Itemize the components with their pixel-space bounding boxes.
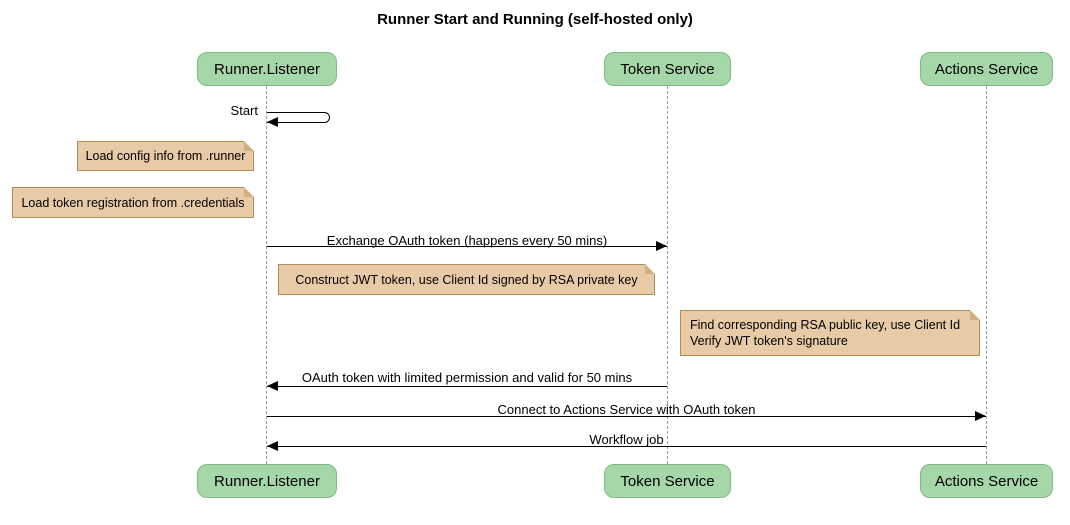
arrowhead-right-icon	[975, 411, 986, 421]
lifeline-runner-listener	[266, 86, 267, 464]
arrowhead-right-icon	[656, 241, 667, 251]
note-load-config: Load config info from .runner	[77, 141, 254, 171]
diagram-title: Runner Start and Running (self-hosted on…	[377, 11, 693, 28]
message-line	[267, 386, 667, 387]
arrowhead-left-icon	[267, 117, 278, 127]
arrowhead-left-icon	[267, 381, 278, 391]
participant-runner-listener-bottom: Runner.Listener	[197, 464, 337, 498]
note-construct-jwt-token: Construct JWT token, use Client Id signe…	[278, 264, 655, 295]
message-line	[267, 416, 986, 417]
note-verify-jwt-token: Find corresponding RSA public key, use C…	[680, 310, 980, 356]
participant-actions-service-bottom: Actions Service	[920, 464, 1053, 498]
message-label-start: Start	[230, 103, 258, 118]
participant-actions-service-top: Actions Service	[920, 52, 1053, 86]
message-line	[267, 446, 986, 447]
note-load-token-registration: Load token registration from .credential…	[12, 187, 254, 218]
message-label-connect-actions-service: Connect to Actions Service with OAuth to…	[497, 402, 756, 417]
participant-token-service-top: Token Service	[604, 52, 731, 86]
self-message-loop	[267, 112, 330, 123]
participant-runner-listener-top: Runner.Listener	[197, 52, 337, 86]
message-label-oauth-token-limited: OAuth token with limited permission and …	[301, 370, 633, 385]
lifeline-actions-service	[986, 86, 987, 464]
message-label-exchange-oauth-token: Exchange OAuth token (happens every 50 m…	[326, 233, 608, 248]
message-line	[267, 246, 667, 247]
participant-token-service-bottom: Token Service	[604, 464, 731, 498]
message-label-workflow-job: Workflow job	[589, 432, 664, 447]
lifeline-token-service	[667, 86, 668, 464]
arrowhead-left-icon	[267, 441, 278, 451]
